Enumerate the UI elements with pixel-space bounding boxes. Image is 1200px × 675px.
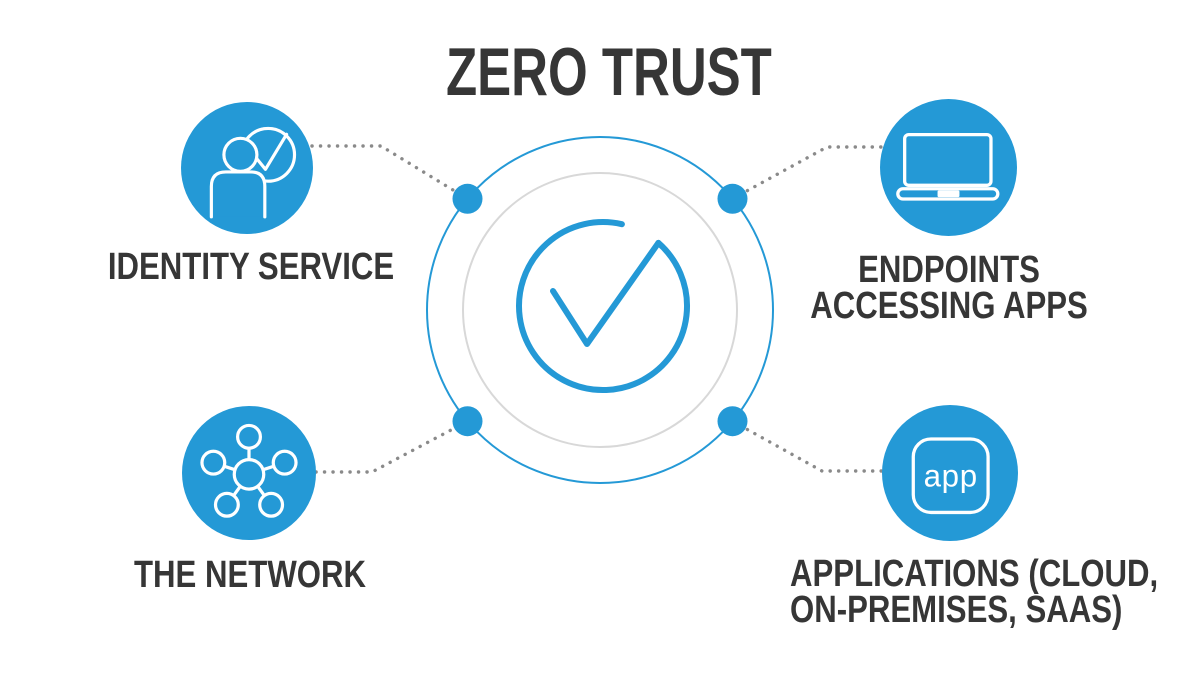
label-line: ON-PREMISES, SAAS) (790, 589, 1123, 631)
diagram-title: ZERO TRUST (446, 34, 772, 110)
hub-center-node (232, 457, 266, 491)
label-line: ACCESSING APPS (810, 285, 1088, 327)
connection-node-dot (717, 183, 748, 214)
person-head (222, 136, 259, 173)
hub-outer-node (236, 423, 262, 450)
connector-endpoints (745, 145, 883, 193)
identity-service-label: IDENTITY SERVICE (87, 246, 415, 288)
connection-node-dot (717, 406, 748, 437)
network-label: THE NETWORK (86, 554, 414, 596)
label-line: IDENTITY SERVICE (107, 246, 395, 288)
label-line: THE NETWORK (134, 554, 366, 596)
hub-outer-node (271, 449, 298, 476)
hub-spokes (211, 435, 287, 507)
label-line: APPLICATIONS (CLOUD, (790, 553, 1159, 595)
laptop-notch (937, 190, 960, 198)
hub-outer-node (213, 491, 240, 518)
laptop-icon (880, 99, 1017, 236)
connector-network (314, 427, 455, 474)
app-badge-icon: app (882, 405, 1018, 541)
hub-outer-node (200, 449, 227, 476)
check-mark-icon (550, 239, 662, 347)
label-line: ENDPOINTS (858, 249, 1040, 291)
connector-identity (310, 144, 455, 192)
applications-label: APPLICATIONS (CLOUD, ON-PREMISES, SAAS) (790, 553, 1159, 631)
outer-orbit-ring (426, 136, 774, 484)
connector-applications (745, 427, 884, 473)
check-circle-icon (516, 219, 690, 394)
app-rounded-square (911, 437, 990, 515)
laptop-screen (903, 132, 993, 187)
connection-node-dot (452, 183, 483, 214)
network-hub-icon (182, 406, 316, 540)
person-body (209, 170, 267, 219)
inner-orbit-ring (462, 172, 738, 448)
hub-outer-node (258, 491, 285, 518)
laptop-base (896, 187, 1000, 201)
connection-node-dot (452, 406, 483, 437)
app-badge-label: app (924, 459, 978, 494)
user-check-icon (181, 102, 313, 234)
endpoints-label: ENDPOINTS ACCESSING APPS (785, 249, 1113, 327)
icon-background-circle (880, 99, 1017, 236)
